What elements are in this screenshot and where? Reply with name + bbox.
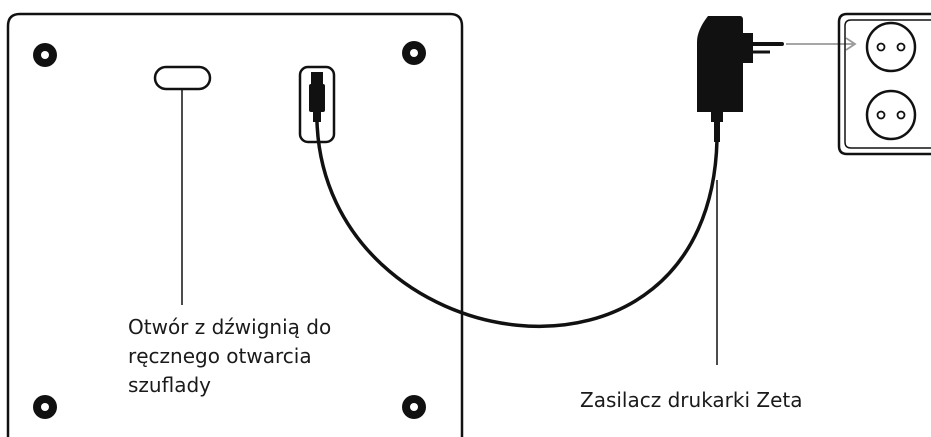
plug-in-arrow [786,37,857,51]
screw-top-left [33,43,57,67]
drawer-hole-label-line-3: szuflady [128,373,211,397]
screw-bottom-left [33,395,57,419]
drawer-hole-label: Otwór z dźwignią do ręcznego otwarcia sz… [128,313,331,400]
dc-plug-connector [309,72,325,122]
power-adapter [697,16,753,142]
screw-top-right [402,41,426,65]
power-cable [315,120,719,328]
drawer-lever-hole [153,65,212,91]
printer-back-panel [6,12,464,437]
drawer-hole-label-line-2: ręcznego otwarcia [128,344,312,368]
drawer-hole-label-line-1: Otwór z dźwignią do [128,315,332,339]
screw-bottom-right [402,395,426,419]
power-supply-label: Zasilacz drukarki Zeta [580,388,803,412]
adapter-prongs [751,42,784,54]
wall-outlet [837,12,931,156]
